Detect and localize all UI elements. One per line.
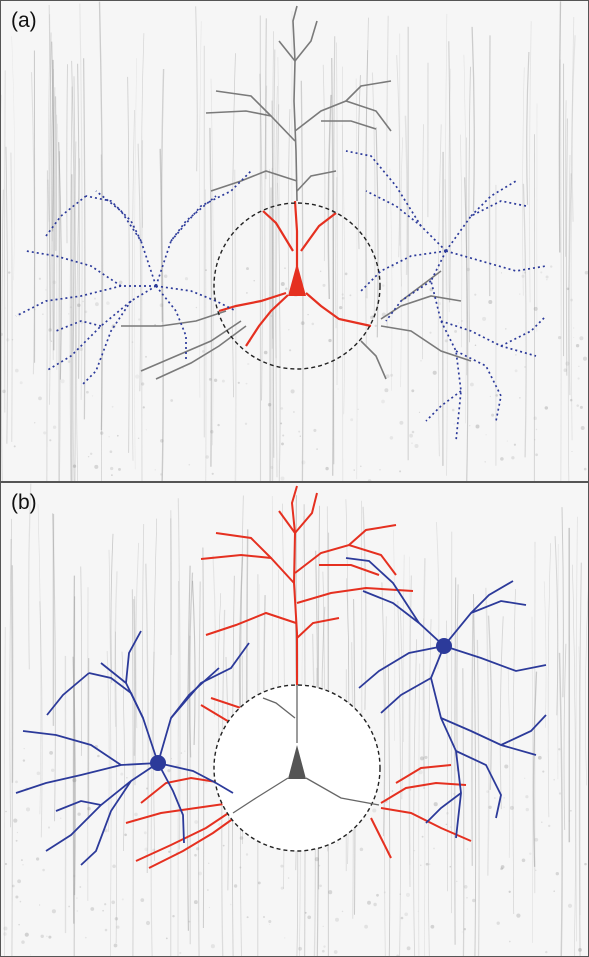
panel-b: (b) <box>0 482 589 957</box>
soma-red <box>288 263 306 296</box>
panel-b-label: (b) <box>11 491 37 515</box>
apical-dendrite-red <box>201 486 413 688</box>
neighbor-soma-left <box>150 755 166 771</box>
neighbor-neuron-right <box>346 558 546 838</box>
apical-dendrite-gray <box>206 6 391 201</box>
neuron-diagram-b <box>1 483 589 957</box>
panel-a-label: (a) <box>11 9 37 33</box>
neighbor-neuron-left-dotted <box>16 171 251 386</box>
neuron-diagram-a <box>1 1 589 482</box>
neighbor-soma-right <box>436 638 452 654</box>
panel-a: (a) <box>0 0 589 482</box>
neighbor-neuron-left <box>16 631 249 865</box>
neighbor-neuron-right-dotted <box>346 151 546 441</box>
